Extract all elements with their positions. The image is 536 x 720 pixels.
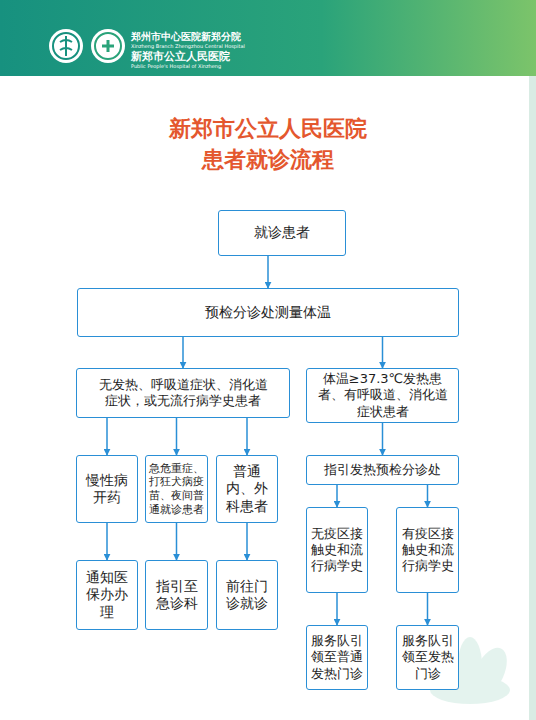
flow-arrow [246,418,248,455]
box-text: 就诊患者 [254,224,310,242]
header-label: 郑州市中心医院新郑分院 [131,31,241,44]
flow-arrow [176,523,178,560]
flow-arrow [267,256,269,288]
process-box: 普通内、外科患者 [216,455,278,523]
process-box: 指引发热预检分诊处 [306,455,459,485]
flow-arrow [382,423,384,455]
header-label: 新郑市公立人民医院 [131,50,230,64]
chart-title: 新郑市公立人民医院 患者就诊流程 [163,113,373,175]
process-box: 服务队引领至发热门诊 [396,625,459,690]
process-box: 有疫区接触史和流行病学史 [396,507,459,593]
process-box: 体温≥37.3℃发热患者、有呼吸道、消化道症状患者 [306,368,459,423]
process-box: 预检分诊处测量体温 [77,288,459,337]
flow-arrow [246,523,248,560]
process-box: 通知医保办办理 [76,560,138,630]
process-box: 前往门诊就诊 [216,560,278,630]
box-text: 指引至急诊科 [154,578,199,613]
flow-arrow [176,418,178,455]
box-text: 急危重症、打狂犬病疫苗、夜间普通就诊患者 [149,462,204,517]
hospital-logo [49,29,83,63]
box-text: 服务队引领至普通发热门诊 [311,633,363,682]
process-box: 急危重症、打狂犬病疫苗、夜间普通就诊患者 [145,455,208,523]
process-box: 服务队引领至普通发热门诊 [306,625,368,690]
process-box: 无疫区接触史和流行病学史 [306,507,368,593]
box-text: 有疫区接触史和流行病学史 [401,526,454,575]
process-box: 指引至急诊科 [145,560,208,630]
flow-arrow [336,485,338,507]
header-label: Public People's Hospital of Xinzheng [131,63,221,69]
box-text: 通知医保办办理 [85,569,129,622]
box-text: 无疫区接触史和流行病学史 [311,526,363,575]
box-text: 无发热、呼吸道症状、消化道症状，或无流行病学史患者 [93,377,273,410]
flow-arrow [106,523,108,560]
flow-arrow [106,418,108,455]
process-box: 无发热、呼吸道症状、消化道症状，或无流行病学史患者 [76,368,290,418]
header-label: Xinzheng Branch Zhengzhou Central Hospit… [131,43,245,49]
box-text: 体温≥37.3℃发热患者、有呼吸道、消化道症状患者 [313,371,452,420]
box-text: 指引发热预检分诊处 [324,462,441,478]
flow-arrow [427,485,429,507]
process-box: 慢性病开药 [76,455,138,523]
flow-arrow [336,593,338,625]
side-strip [529,76,536,720]
hospital-logo [91,29,125,63]
header-band [0,0,536,76]
box-text: 普通内、外科患者 [225,463,269,516]
box-text: 前往门诊就诊 [225,578,269,613]
flow-arrow [182,337,184,368]
box-text: 服务队引领至发热门诊 [401,633,454,682]
box-text: 预检分诊处测量体温 [205,304,331,322]
flow-arrow [427,593,429,625]
box-text: 慢性病开药 [85,472,129,507]
process-box: 就诊患者 [218,210,346,256]
flow-arrow [382,337,384,368]
